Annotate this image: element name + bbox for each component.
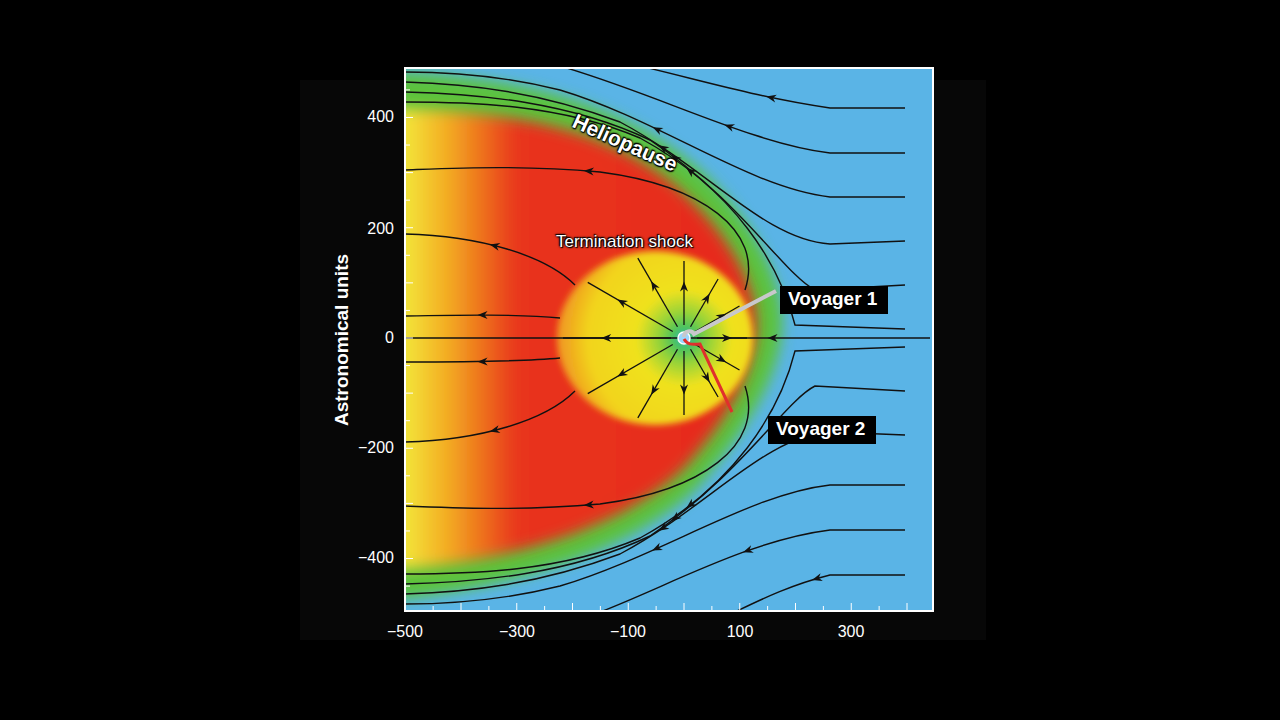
solar-wind-streamline — [691, 279, 719, 327]
spacecraft-label-box: Voyager 1 — [780, 286, 888, 314]
solar-wind-streamline — [563, 337, 671, 338]
arrowhead — [615, 368, 628, 380]
arrowhead — [811, 573, 823, 583]
x-tick — [628, 603, 629, 611]
arrowhead — [651, 543, 663, 554]
arrowhead — [723, 121, 735, 132]
solar-wind-streamline — [588, 345, 673, 394]
streamline — [405, 168, 749, 290]
arrowhead — [742, 545, 754, 556]
streamline — [405, 72, 905, 197]
y-tick — [405, 227, 413, 228]
y-tick — [405, 172, 413, 173]
streamline — [405, 485, 905, 604]
streamline — [405, 432, 905, 594]
arrowhead — [701, 372, 713, 385]
voyager-1-trajectory — [684, 291, 776, 337]
x-tick-label: 300 — [838, 623, 865, 641]
heliopause-band — [405, 72, 782, 600]
arrowhead — [680, 384, 688, 394]
x-tick — [461, 603, 462, 611]
axis-title: Astronomical units — [331, 254, 353, 426]
y-tick — [405, 338, 413, 339]
arrowhead — [684, 165, 697, 177]
streamline — [405, 391, 575, 442]
arrowhead — [489, 241, 501, 251]
x-tick-label: −100 — [610, 623, 646, 641]
termination-shock-region — [557, 251, 753, 425]
x-tick — [851, 603, 852, 611]
solar-wind-streamline — [638, 349, 678, 418]
arrowhead — [648, 384, 660, 397]
plot-frame — [405, 68, 933, 611]
y-tick-label: −200 — [358, 439, 394, 457]
arrowhead — [583, 501, 594, 510]
heliopause-label: Heliopause — [569, 109, 681, 177]
y-tick — [405, 503, 413, 504]
x-tick — [516, 603, 517, 611]
arrowhead — [657, 522, 670, 534]
arrowhead — [651, 124, 663, 136]
arrowhead — [715, 354, 728, 366]
arrowhead — [722, 334, 732, 342]
arrowhead — [477, 358, 487, 366]
x-tick — [684, 603, 685, 611]
flow-arrowheads — [477, 93, 822, 584]
spacecraft-name: Voyager 2 — [776, 418, 868, 441]
arrowhead — [601, 334, 611, 342]
axis-ticks — [405, 90, 907, 611]
streamline — [405, 386, 749, 508]
streamline — [405, 347, 905, 574]
streamline — [600, 530, 905, 611]
x-tick-label: 100 — [727, 623, 754, 641]
arrowhead — [765, 93, 776, 103]
arrowhead — [583, 167, 594, 176]
arrowhead — [701, 292, 713, 305]
y-tick — [405, 117, 413, 118]
x-tick — [572, 603, 573, 611]
y-tick-label: 200 — [367, 220, 394, 238]
y-tick-label: 0 — [385, 329, 394, 347]
solar-wind-streamline — [683, 261, 684, 325]
solar-wind-streamline — [683, 351, 684, 415]
arrowhead — [648, 279, 660, 292]
arrowhead — [768, 334, 778, 342]
streamline — [405, 102, 905, 329]
arrowhead — [489, 425, 501, 435]
y-tick-label: −400 — [358, 549, 394, 567]
arrowhead — [615, 296, 628, 308]
x-tick — [739, 603, 740, 611]
arrowhead — [680, 282, 688, 292]
arrowhead — [684, 499, 697, 511]
streamline — [405, 337, 930, 338]
plot-area — [405, 68, 933, 611]
y-tick-label: 400 — [367, 108, 394, 126]
spacecraft-label-box: Voyager 2 — [768, 416, 876, 444]
termination-shock-label: Termination shock — [556, 232, 693, 252]
y-tick — [405, 558, 413, 559]
x-tick — [795, 603, 796, 611]
solar-wind-streamline — [697, 337, 747, 338]
streamline — [405, 82, 905, 244]
x-tick — [907, 603, 908, 611]
streamlines — [405, 68, 930, 611]
streamline — [405, 92, 905, 290]
streamline — [640, 68, 905, 108]
solar-wind-streamline — [638, 258, 678, 327]
arrowhead — [669, 512, 682, 524]
solar-wind-spokes — [563, 258, 747, 418]
x-tick-label: −500 — [387, 623, 423, 641]
spacecraft-name: Voyager 1 — [788, 288, 880, 311]
y-tick — [405, 393, 413, 394]
x-tick-label: −300 — [499, 623, 535, 641]
y-tick — [405, 448, 413, 449]
solar-wind-streamline — [588, 282, 673, 331]
voyager-2-trajectory — [684, 339, 732, 412]
y-tick — [405, 282, 413, 283]
arrowhead — [478, 311, 488, 319]
streamline — [405, 234, 575, 285]
